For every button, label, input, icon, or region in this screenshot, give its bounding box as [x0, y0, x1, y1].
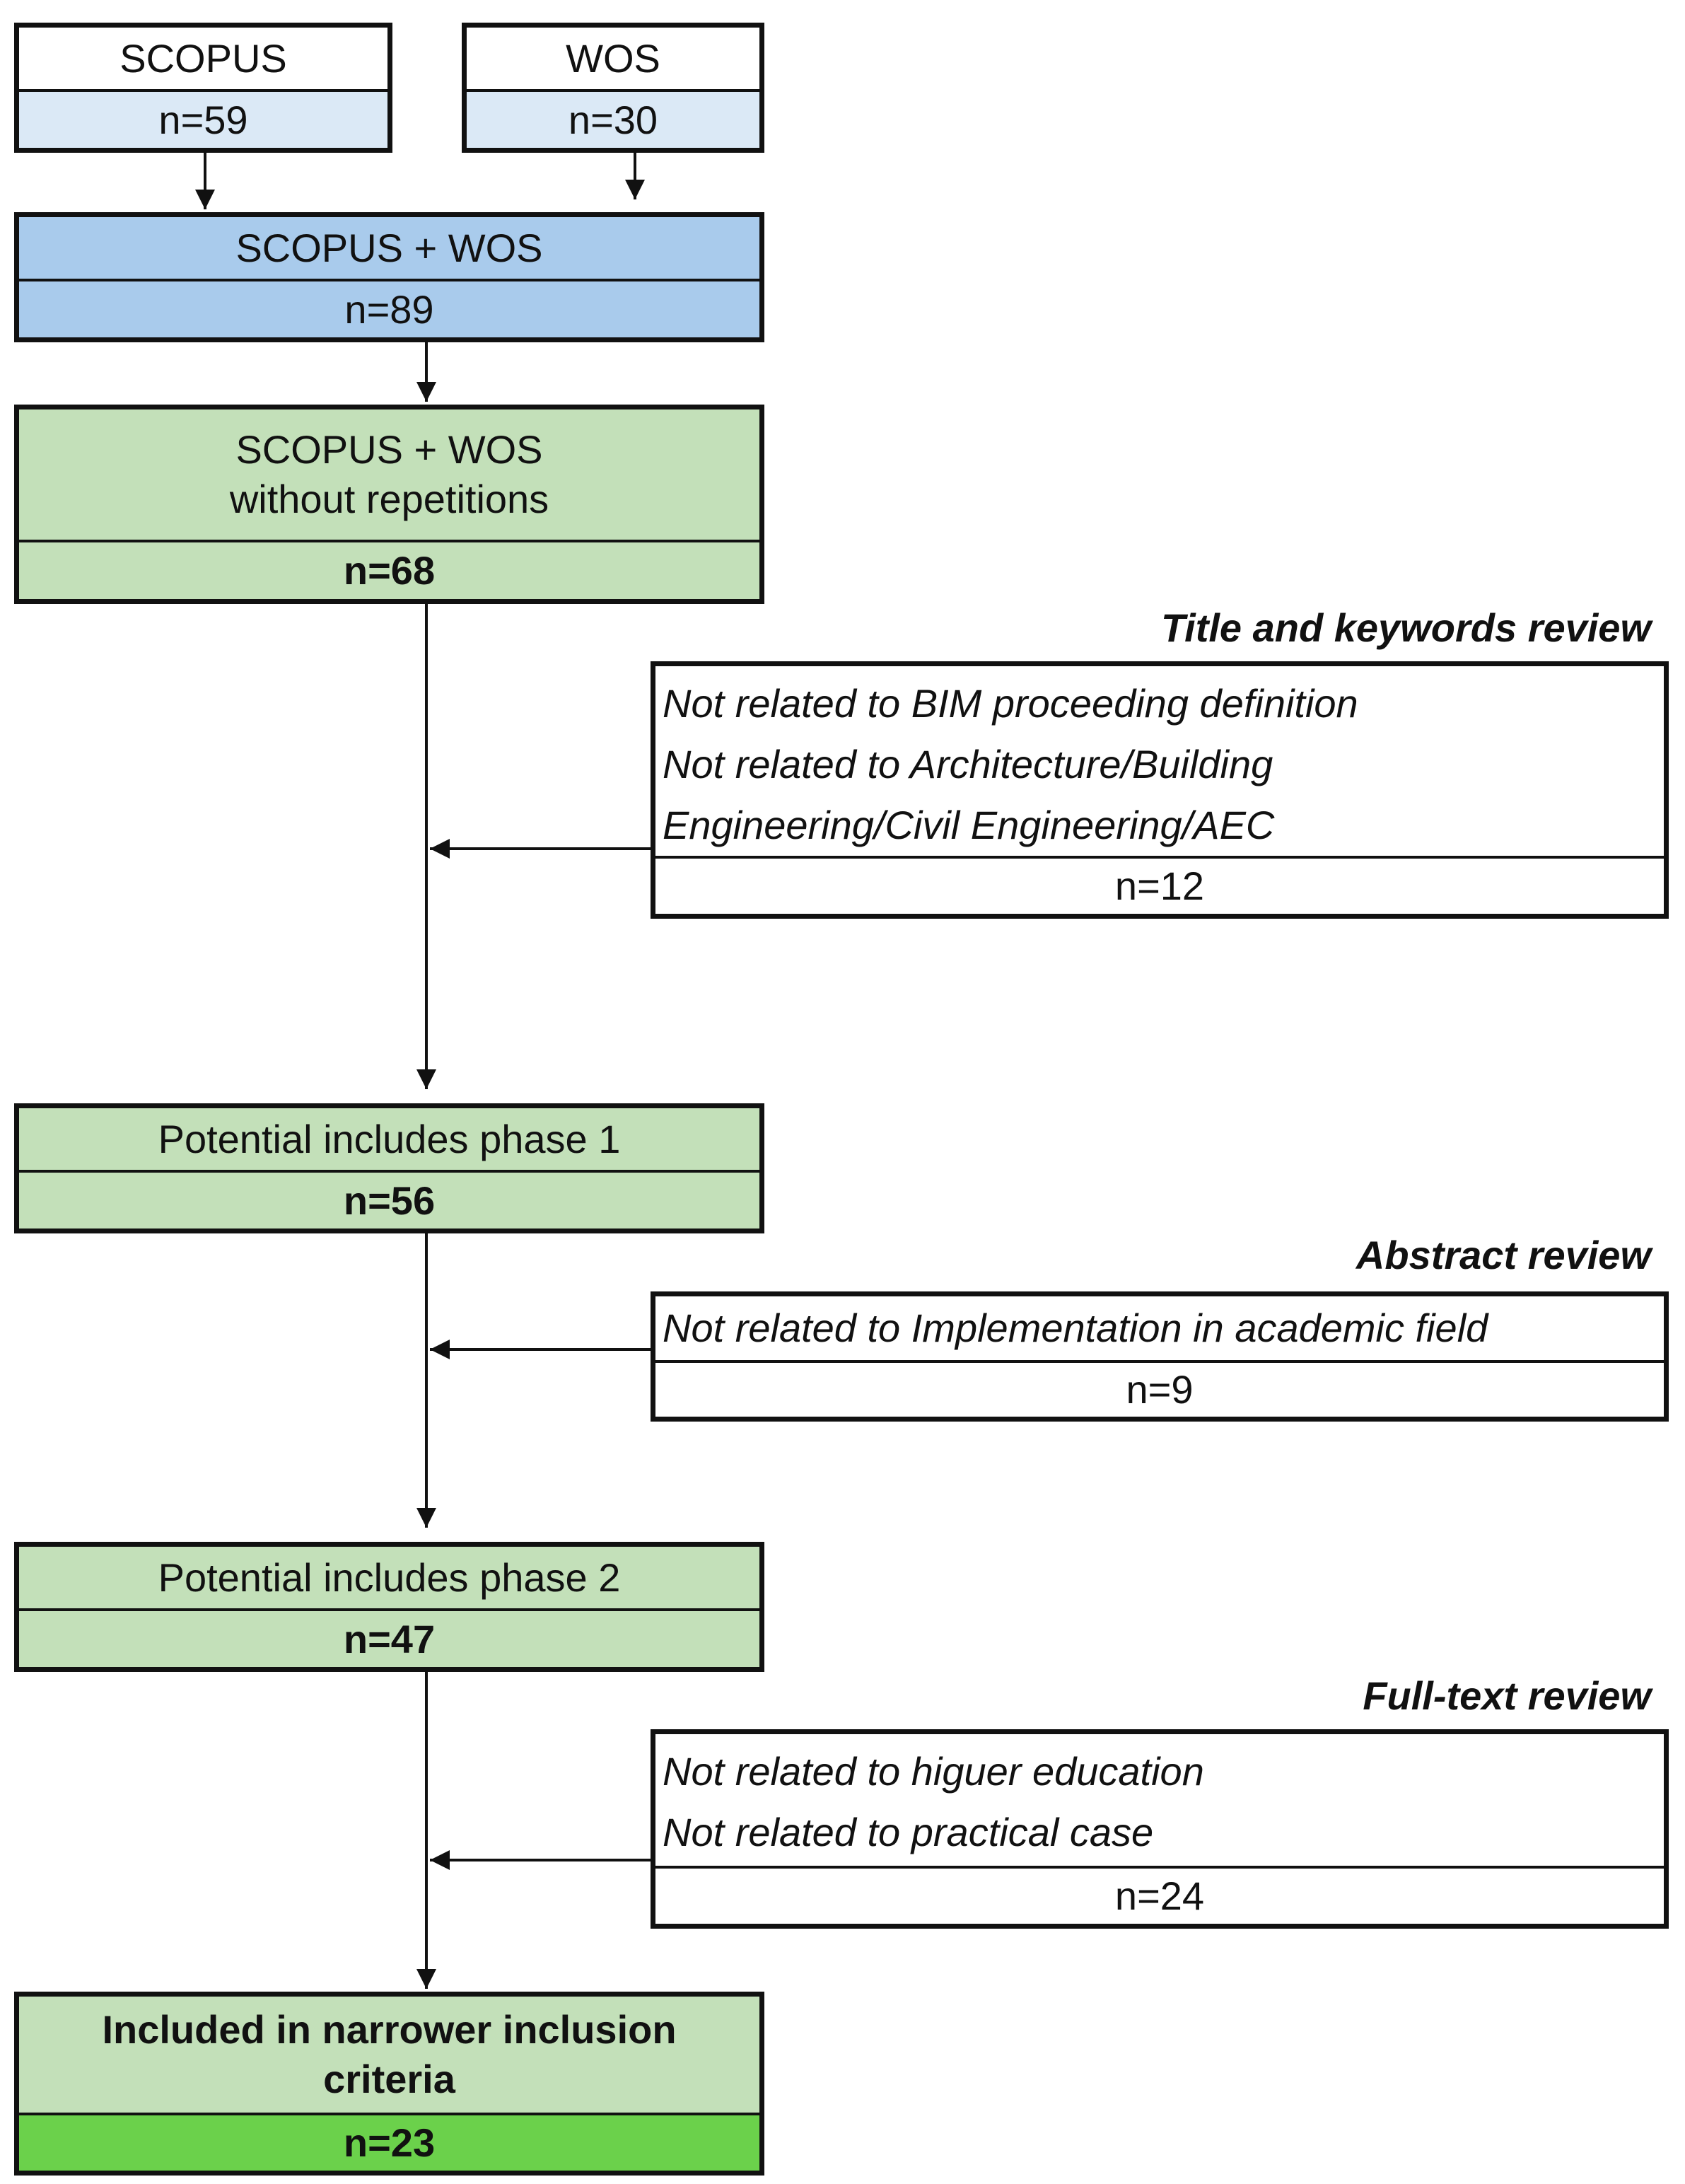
wos-count: n=30 — [467, 89, 759, 148]
title-review-count: n=12 — [655, 856, 1664, 914]
final-label: Included in narrower inclusion criteria — [19, 1997, 759, 2113]
phase1-count: n=56 — [19, 1170, 759, 1228]
deduplicated-line1: SCOPUS + WOS — [235, 427, 543, 472]
scopus-label: SCOPUS — [19, 28, 387, 89]
combined-box: SCOPUS + WOS n=89 — [14, 212, 764, 342]
fulltext-review-criteria: Not related to higuer education Not rela… — [655, 1734, 1664, 1866]
combined-label: SCOPUS + WOS — [235, 225, 543, 270]
phase1-box: Potential includes phase 1 n=56 — [14, 1103, 764, 1233]
deduplicated-box: SCOPUS + WOS without repetitions n=68 — [14, 405, 764, 604]
abstract-review-criteria: Not related to Implementation in academi… — [655, 1296, 1664, 1360]
phase2-box: Potential includes phase 2 n=47 — [14, 1542, 764, 1672]
scopus-box: SCOPUS n=59 — [14, 23, 392, 153]
abstract-review-heading: Abstract review — [1355, 1233, 1651, 1277]
fulltext-review-heading: Full-text review — [1363, 1673, 1651, 1718]
title-review-heading: Title and keywords review — [1160, 605, 1651, 650]
final-line1: Included in narrower inclusion — [102, 2007, 677, 2052]
title-review-criterion: Engineering/Civil Engineering/AEC — [663, 803, 1275, 847]
title-review-criteria: Not related to BIM proceeding definition… — [655, 666, 1664, 856]
title-review-box: Not related to BIM proceeding definition… — [651, 661, 1669, 919]
phase2-label: Potential includes phase 2 — [158, 1555, 621, 1600]
deduplicated-count: n=68 — [19, 540, 759, 599]
phase2-count: n=47 — [19, 1608, 759, 1667]
fulltext-review-count: n=24 — [655, 1866, 1664, 1924]
scopus-count: n=59 — [19, 89, 387, 148]
title-review-criterion: Not related to BIM proceeding definition — [663, 681, 1358, 726]
abstract-review-criterion: Not related to Implementation in academi… — [663, 1306, 1488, 1350]
final-line2: criteria — [323, 2057, 455, 2101]
abstract-review-box: Not related to Implementation in academi… — [651, 1291, 1669, 1422]
wos-label: WOS — [467, 28, 759, 89]
final-count: n=23 — [19, 2113, 759, 2171]
wos-box: WOS n=30 — [462, 23, 764, 153]
final-box: Included in narrower inclusion criteria … — [14, 1992, 764, 2176]
deduplicated-label: SCOPUS + WOS without repetitions — [19, 410, 759, 540]
fulltext-review-box: Not related to higuer education Not rela… — [651, 1729, 1669, 1929]
combined-count: n=89 — [19, 279, 759, 337]
deduplicated-line2: without repetitions — [229, 477, 549, 521]
fulltext-review-criterion: Not related to practical case — [663, 1810, 1154, 1854]
fulltext-review-criterion: Not related to higuer education — [663, 1749, 1204, 1794]
abstract-review-count: n=9 — [655, 1360, 1664, 1417]
phase1-label: Potential includes phase 1 — [158, 1116, 621, 1161]
title-review-criterion: Not related to Architecture/Building — [663, 742, 1273, 786]
